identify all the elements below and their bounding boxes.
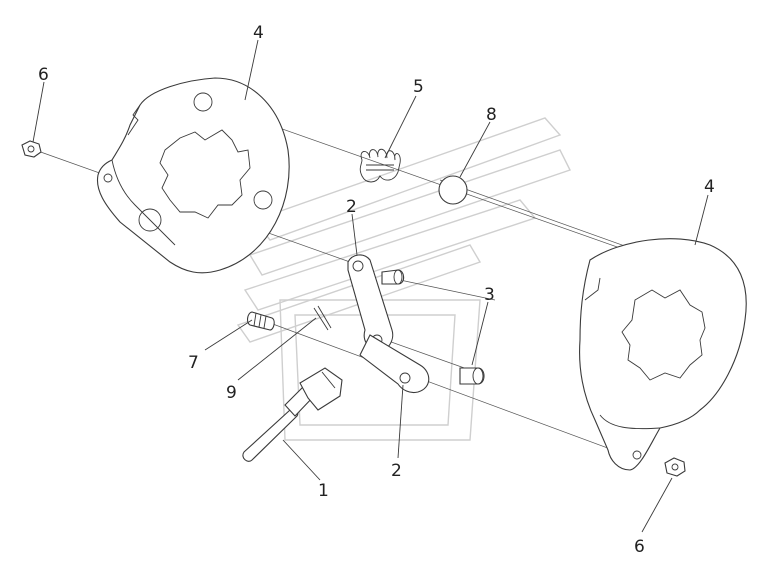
callout-6-top: 6 xyxy=(38,65,49,85)
brake-plate-right xyxy=(579,238,747,471)
callout-5: 5 xyxy=(413,77,424,97)
spring xyxy=(359,148,401,183)
callout-2-lower: 2 xyxy=(391,461,402,481)
callout-7: 7 xyxy=(188,353,199,373)
callout-1: 1 xyxy=(318,481,329,501)
lower-lever xyxy=(359,334,430,394)
leader-lines xyxy=(32,39,709,533)
cotter-pin xyxy=(313,305,332,331)
pin-lower xyxy=(459,367,485,385)
nut-top-left xyxy=(21,140,42,158)
callout-9: 9 xyxy=(226,383,237,403)
callout-6-bottom: 6 xyxy=(634,537,645,557)
pin-upper xyxy=(381,269,405,285)
ball xyxy=(438,175,468,205)
shaft-with-fork xyxy=(242,367,343,462)
brake-plate-left xyxy=(96,77,290,274)
callouts: 4 6 5 8 4 2 3 7 9 2 1 6 xyxy=(38,23,715,557)
callout-3: 3 xyxy=(484,285,495,305)
callout-4-right: 4 xyxy=(704,177,715,197)
bolt xyxy=(247,311,275,331)
nut-bottom-right xyxy=(664,457,686,477)
callout-4-left: 4 xyxy=(253,23,264,43)
callout-2-upper: 2 xyxy=(346,197,357,217)
callout-8: 8 xyxy=(486,105,497,125)
